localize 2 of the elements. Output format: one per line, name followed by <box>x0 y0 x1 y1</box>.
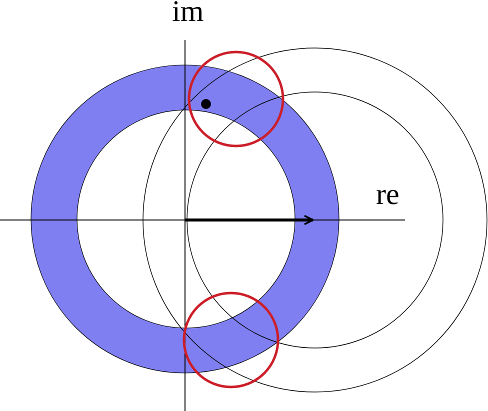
axis-label: re <box>376 180 400 210</box>
axis-label: im <box>172 0 204 27</box>
